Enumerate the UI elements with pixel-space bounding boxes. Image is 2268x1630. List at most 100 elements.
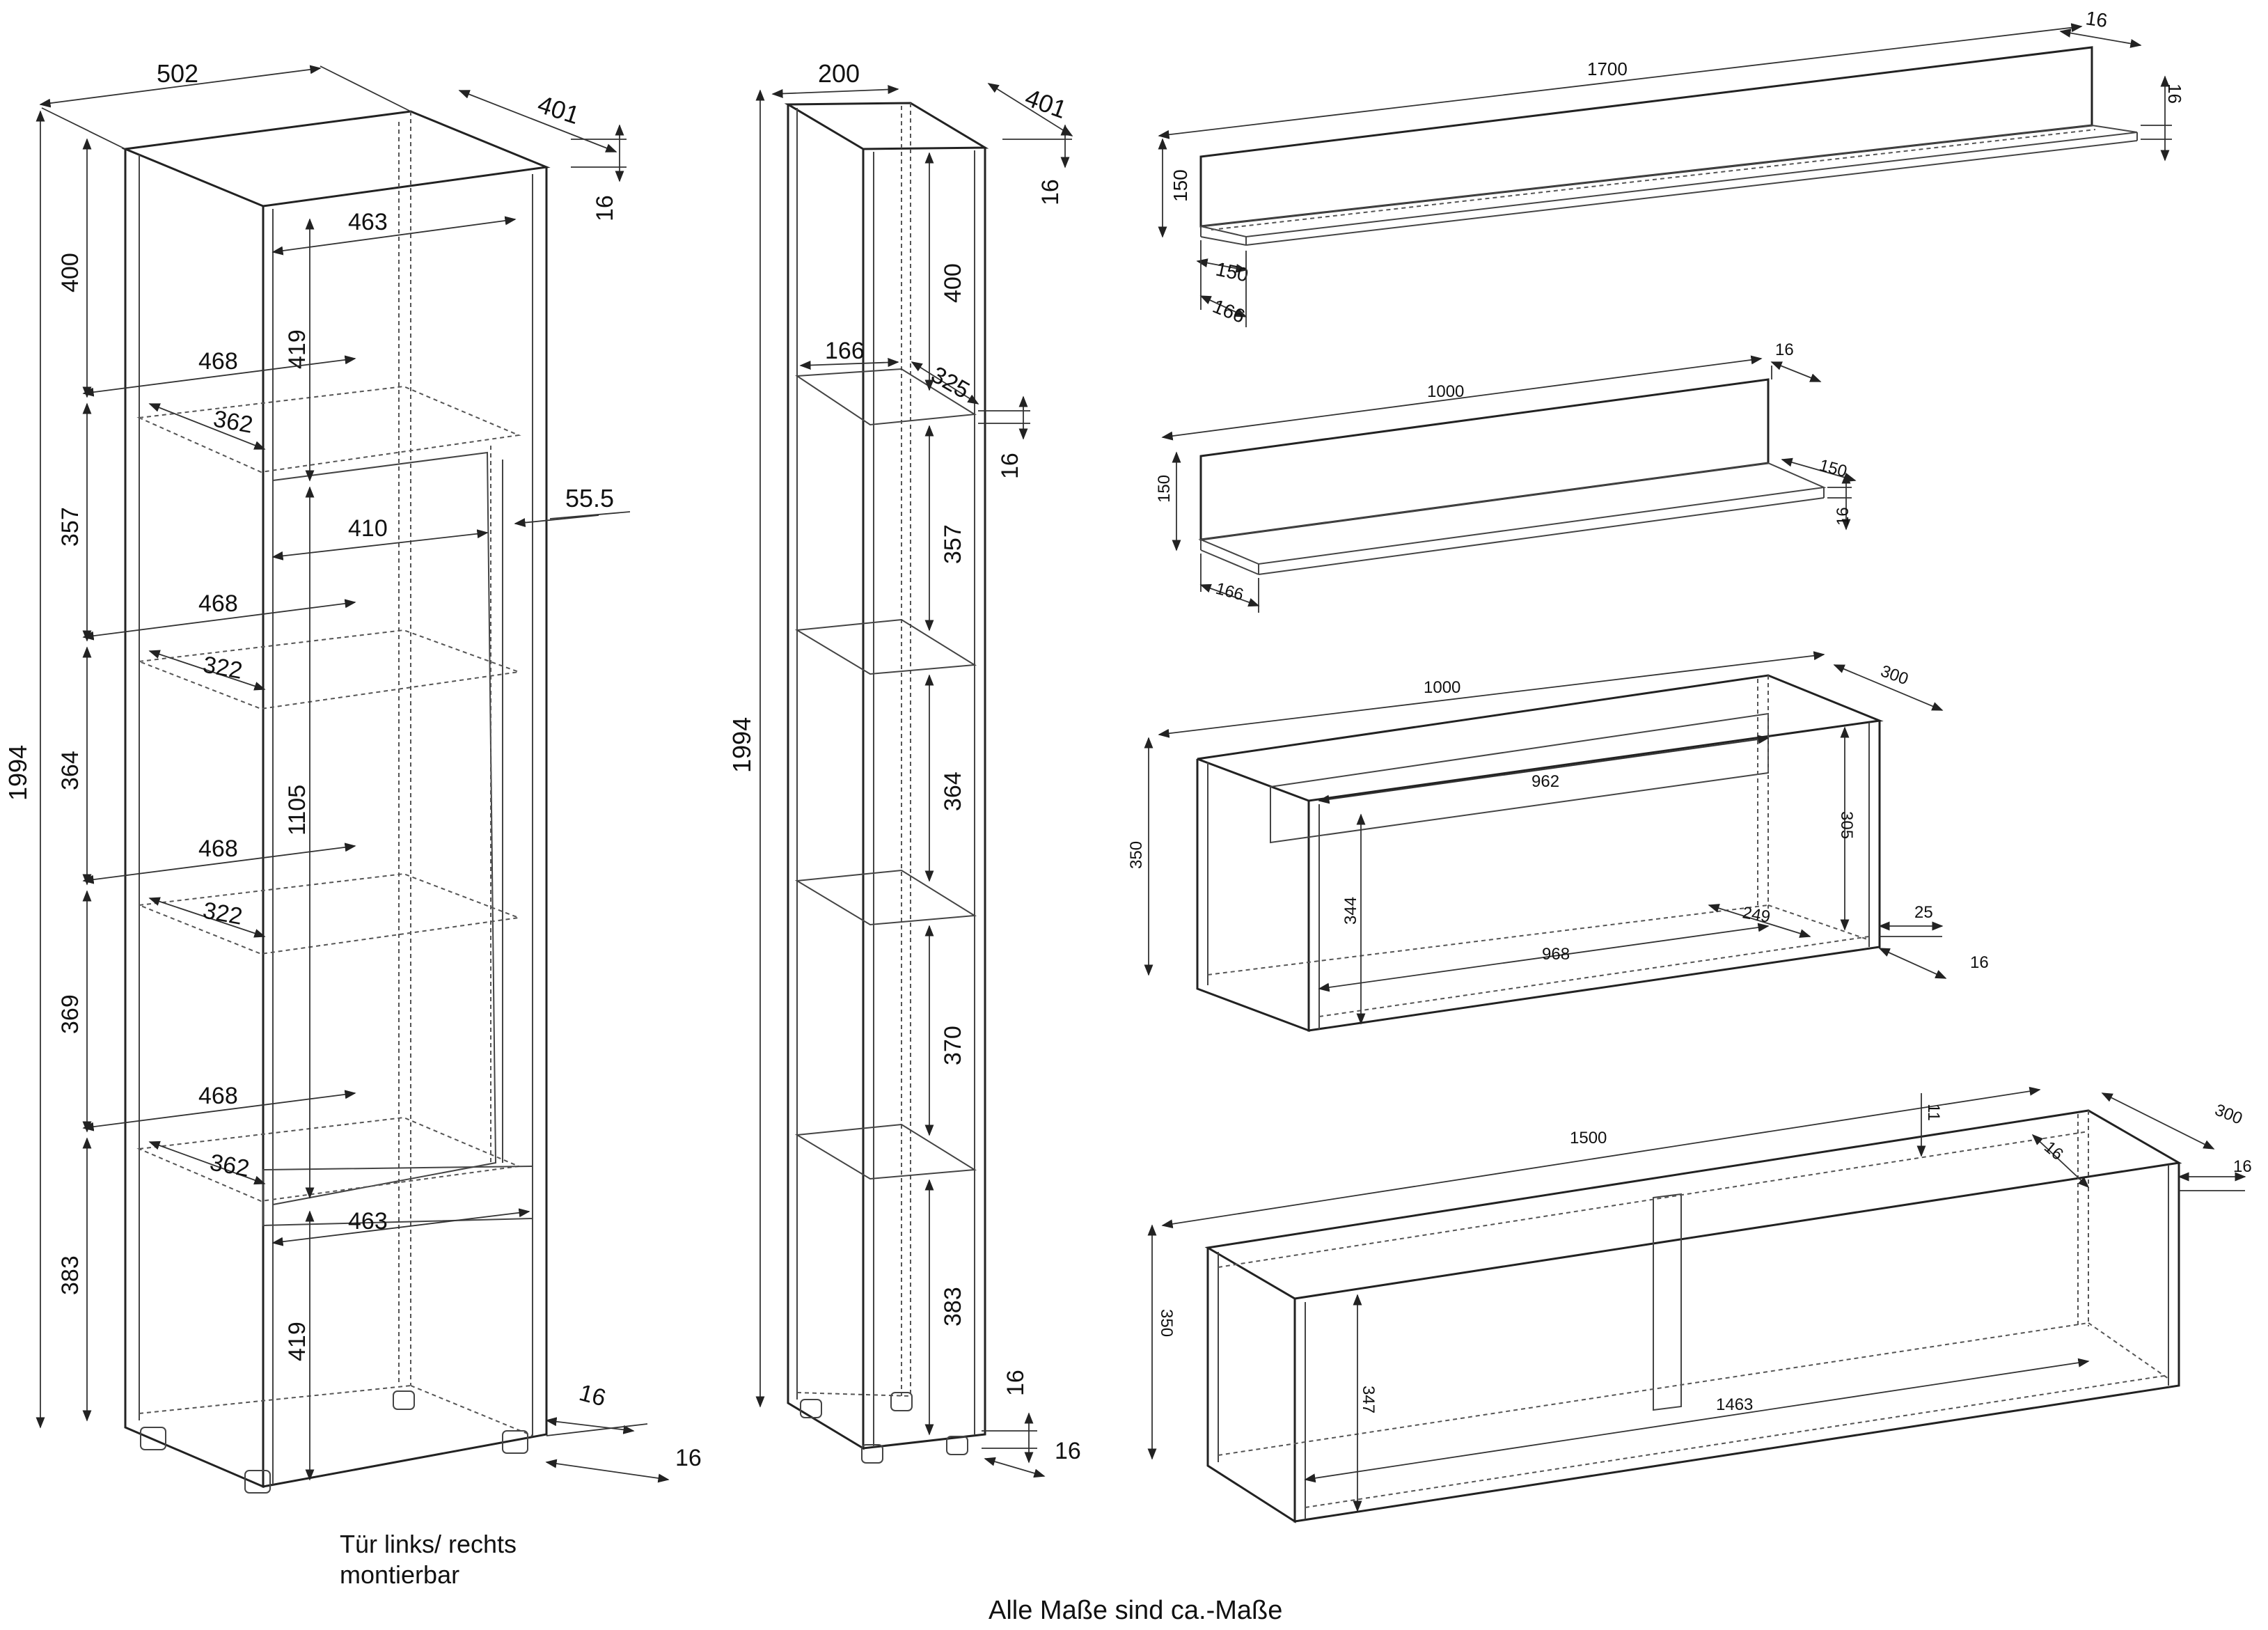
dim-box-large-rail: 11 xyxy=(1924,1104,1943,1121)
dim-narrow-compartment: 364 xyxy=(940,771,966,811)
dim-wall-small-board-depth: 166 xyxy=(1213,579,1245,604)
dim-narrow-width: 200 xyxy=(818,59,860,88)
dim-wall-large-length: 1700 xyxy=(1587,58,1628,79)
dim-box-large-thickness-b: 16 xyxy=(2233,1157,2252,1176)
tall-shelf-2 xyxy=(139,629,519,710)
dim-box-small-inner-top: 962 xyxy=(1531,772,1559,791)
dim-tall-shelf-width: 468 xyxy=(198,1083,238,1109)
dim-tall-height: 1994 xyxy=(3,745,32,801)
dim-tall-compartment: 400 xyxy=(57,253,84,292)
dim-tall-shelf-depth: 322 xyxy=(201,897,244,930)
tall-shelf-1 xyxy=(136,385,521,473)
dim-narrow-base-height: 16 xyxy=(1002,1370,1029,1396)
dim-tall-shelf-width: 468 xyxy=(198,836,238,862)
dim-box-large-thickness-a: 16 xyxy=(2040,1138,2067,1164)
hanging-box-large-front xyxy=(1206,1248,1296,1523)
door-note: Tür links/ rechts montierbar xyxy=(340,1529,517,1590)
dim-tall-shelf-depth: 322 xyxy=(201,651,244,684)
dim-box-large-inner-length: 1463 xyxy=(1716,1395,1753,1414)
dim-box-small-length: 1000 xyxy=(1424,678,1460,697)
dim-wall-small-side: 16 xyxy=(1834,507,1852,526)
dim-narrow-inner-depth: 325 xyxy=(927,361,974,404)
dim-box-small-back-inset: 25 xyxy=(1914,903,1933,922)
dim-tall-top-thickness: 16 xyxy=(592,195,618,221)
hidden-line xyxy=(2088,1322,2169,1379)
dim-tall-base-front: 16 xyxy=(675,1445,702,1471)
dim-wall-large-depth: 150 xyxy=(1214,258,1250,286)
dim-wall-small-depth: 150 xyxy=(1817,456,1849,481)
wall-shelf-small-board xyxy=(1198,462,1827,565)
narrow-shelf-board xyxy=(794,869,977,926)
dim-tall-inner-width: 410 xyxy=(348,515,388,542)
hidden-line xyxy=(1211,129,2096,230)
foot xyxy=(890,1392,913,1411)
dim-wall-small-length: 1000 xyxy=(1427,382,1464,401)
wall-shelf-large: 1700 16 150 16 150 166 xyxy=(1158,7,2185,327)
hanging-box-large-side xyxy=(1293,1163,2180,1523)
dim-tall-compartment: 364 xyxy=(57,751,84,790)
hanging-box-small-side xyxy=(1307,721,1881,1032)
dim-wall-large-thickness: 16 xyxy=(2084,7,2109,31)
hanging-box-large: 1500 300 350 11 16 16 347 1463 xyxy=(1147,1086,2252,1523)
dim-wall-large-board-depth: 166 xyxy=(1210,295,1248,327)
hanging-box-small-front xyxy=(1196,759,1310,1033)
door-note-line-2: montierbar xyxy=(340,1560,460,1589)
narrow-shelf-board xyxy=(794,1123,977,1180)
hidden-line xyxy=(1767,904,1870,941)
wall-shelf-large-board xyxy=(1200,124,2138,238)
tall-cabinet-glass-door xyxy=(272,451,497,1206)
narrow-shelf-side xyxy=(862,148,986,1450)
narrow-shelf: 200 401 16 1994 166 325 16 400 357 364 3… xyxy=(727,59,1081,1478)
dim-tall-base-side: 16 xyxy=(576,1379,608,1411)
dim-box-small-inner-height: 344 xyxy=(1341,897,1360,925)
tall-cabinet-top xyxy=(121,110,551,207)
dim-tall-compartment: 383 xyxy=(57,1255,84,1295)
hanging-box-small: 1000 300 350 962 344 305 249 968 25 16 xyxy=(1127,651,1989,1033)
dim-tall-depth: 401 xyxy=(535,90,583,130)
hidden-line xyxy=(1318,936,1870,1017)
dim-narrow-top-thickness: 16 xyxy=(1037,179,1064,205)
dim-wall-small-height: 150 xyxy=(1155,475,1174,503)
foot xyxy=(946,1436,968,1455)
tall-cabinet-front xyxy=(124,149,265,1489)
narrow-shelf-board xyxy=(794,368,977,426)
dim-tall-shelf-width: 468 xyxy=(198,590,238,617)
dim-narrow-compartment: 357 xyxy=(940,524,966,564)
dim-narrow-base-front: 16 xyxy=(1055,1438,1081,1464)
hidden-line xyxy=(1207,904,1769,975)
narrow-shelf-front xyxy=(787,104,865,1450)
dim-narrow-inner-width: 166 xyxy=(825,338,865,364)
dim-box-large-height: 350 xyxy=(1157,1309,1176,1337)
wall-shelf-small-edge xyxy=(1200,549,1259,575)
dim-tall-width: 502 xyxy=(157,59,198,88)
dim-wall-large-height: 150 xyxy=(1170,169,1191,202)
dim-box-large-length: 1500 xyxy=(1570,1129,1607,1147)
dim-tall-inner-width: 463 xyxy=(348,209,388,235)
door-note-line-1: Tür links/ rechts xyxy=(340,1530,517,1558)
hanging-box-small-flap xyxy=(1270,712,1769,844)
footer-note: Alle Maße sind ca.-Maße xyxy=(989,1596,1283,1625)
wall-shelf-large-edge xyxy=(1200,236,1247,246)
dim-tall-shelf-width: 468 xyxy=(198,348,238,375)
hidden-line xyxy=(139,1385,411,1414)
dim-box-small-inner-bottom: 968 xyxy=(1542,945,1570,964)
foot xyxy=(244,1470,271,1494)
dim-wall-large-side: 16 xyxy=(2164,84,2185,104)
hanging-box-large-top xyxy=(1204,1109,2182,1300)
narrow-shelf-top xyxy=(784,102,989,150)
wall-shelf-small-edge xyxy=(1258,497,1825,575)
dim-tall-shelf-depth: 362 xyxy=(212,405,255,438)
dim-narrow-shelf-thickness: 16 xyxy=(997,453,1023,479)
hidden-line xyxy=(410,1385,533,1436)
dim-tall-door-height: 419 xyxy=(284,1322,310,1361)
tall-cabinet-bottom xyxy=(262,1165,533,1227)
hanging-box-large-divider xyxy=(1653,1193,1682,1411)
wall-shelf-small-back xyxy=(1199,378,1770,541)
tall-shelf-3 xyxy=(139,872,519,955)
dim-tall-compartment: 369 xyxy=(57,994,84,1034)
dim-narrow-height: 1994 xyxy=(727,717,756,773)
dim-box-small-thickness: 16 xyxy=(1970,953,1989,972)
tall-cabinet: 502 401 16 1994 400 357 364 369 383 463 … xyxy=(3,59,702,1494)
wall-shelf-small: 1000 16 150 150 16 166 xyxy=(1155,340,1857,613)
